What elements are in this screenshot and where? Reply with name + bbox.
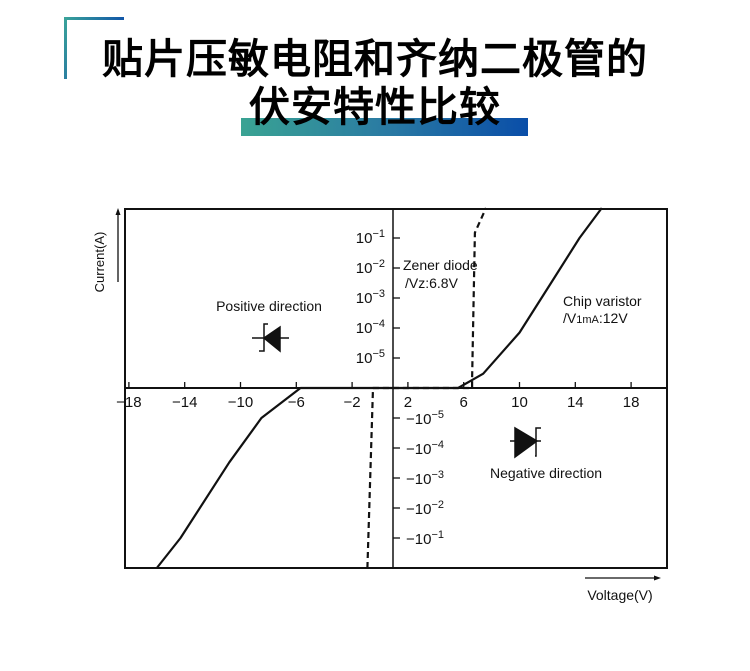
y-axis-label: Current(A) bbox=[92, 232, 107, 293]
zener-diode-left-icon bbox=[252, 323, 289, 353]
x-tick-label: −2 bbox=[344, 394, 361, 411]
zener-diode-right-icon bbox=[510, 426, 541, 459]
x-tick-label: −14 bbox=[172, 394, 197, 411]
y-tick-label: −10−2 bbox=[406, 499, 444, 518]
x-tick-label: 14 bbox=[567, 394, 584, 411]
varistor-spec: /V1mA:12V bbox=[563, 310, 628, 326]
title-underline-bar bbox=[241, 118, 528, 136]
x-tick-label: 2 bbox=[404, 394, 412, 411]
varistor-label: Chip varistor bbox=[563, 293, 642, 309]
zener-label: Zener diode bbox=[403, 257, 478, 273]
y-tick-label: −10−3 bbox=[406, 469, 444, 488]
positive-direction-label: Positive direction bbox=[216, 298, 322, 314]
x-tick-label: −18 bbox=[116, 394, 141, 411]
y-tick-label: 10−3 bbox=[356, 288, 385, 307]
corner-bracket-top bbox=[64, 17, 124, 20]
corner-bracket-left bbox=[64, 17, 67, 79]
negative-direction-label: Negative direction bbox=[490, 465, 602, 481]
y-tick-label: −10−5 bbox=[406, 409, 444, 428]
y-tick-label: −10−1 bbox=[406, 529, 444, 548]
y-tick-label: −10−4 bbox=[406, 439, 444, 458]
zener-spec: /Vz:6.8V bbox=[405, 275, 459, 291]
x-tick-label: 6 bbox=[460, 394, 468, 411]
y-tick-label: 10−4 bbox=[356, 318, 385, 337]
y-tick-label: 10−2 bbox=[356, 258, 385, 277]
x-axis-label: Voltage(V) bbox=[587, 587, 652, 603]
page-title-line1: 贴片压敏电阻和齐纳二极管的 bbox=[102, 35, 648, 83]
page-title-line2: 伏安特性比较 bbox=[249, 83, 501, 131]
x-tick-label: −6 bbox=[288, 394, 305, 411]
y-tick-label: 10−1 bbox=[356, 228, 385, 247]
y-arrow-head-icon bbox=[115, 208, 121, 215]
x-tick-label: −10 bbox=[228, 394, 253, 411]
x-tick-label: 18 bbox=[623, 394, 640, 411]
series-zener-diode bbox=[366, 207, 488, 569]
y-tick-label: 10−5 bbox=[356, 348, 385, 367]
x-tick-label: 10 bbox=[511, 394, 528, 411]
x-arrow-head-icon bbox=[654, 575, 661, 581]
